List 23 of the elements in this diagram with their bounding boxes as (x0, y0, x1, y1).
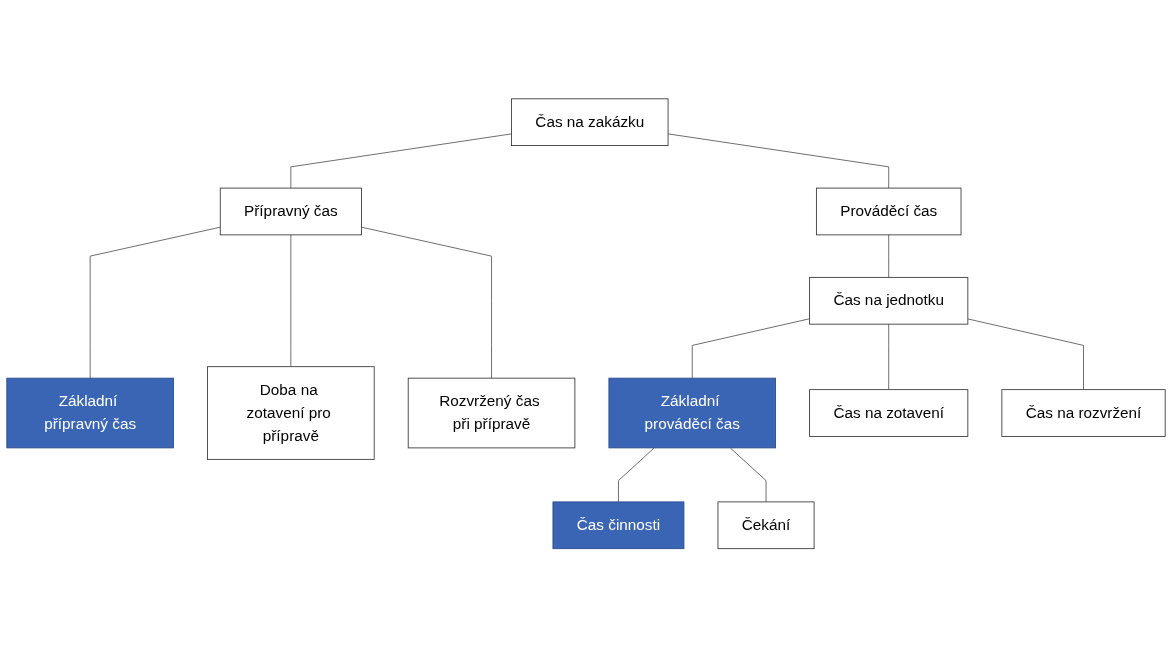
connector (667, 133, 890, 189)
node-box: Doba na zotavení pro přípravě (207, 366, 375, 461)
connector (729, 447, 767, 503)
node-box: Čas na zakázku (511, 98, 669, 147)
connector (888, 234, 890, 279)
connector (691, 318, 810, 379)
node-box: Čekání (717, 501, 815, 550)
connector (888, 324, 890, 391)
node-box: Přípravný čas (219, 187, 362, 236)
connector (290, 133, 512, 189)
node-box: Prováděcí čas (816, 187, 962, 236)
node-box: Čas na zotavení (809, 389, 969, 438)
node-box: Čas na jednotku (809, 277, 969, 325)
node-box: Základní prováděcí čas (608, 378, 776, 449)
node-box: Čas činnosti (552, 501, 685, 550)
connector (618, 447, 655, 503)
connector (361, 227, 492, 379)
connector (967, 318, 1084, 391)
connector (89, 227, 221, 379)
node-box: Základní přípravný čas (6, 378, 174, 449)
node-box: Čas na rozvržení (1001, 389, 1166, 438)
connector (290, 234, 292, 368)
node-box: Rozvržený čas při přípravě (407, 378, 576, 449)
